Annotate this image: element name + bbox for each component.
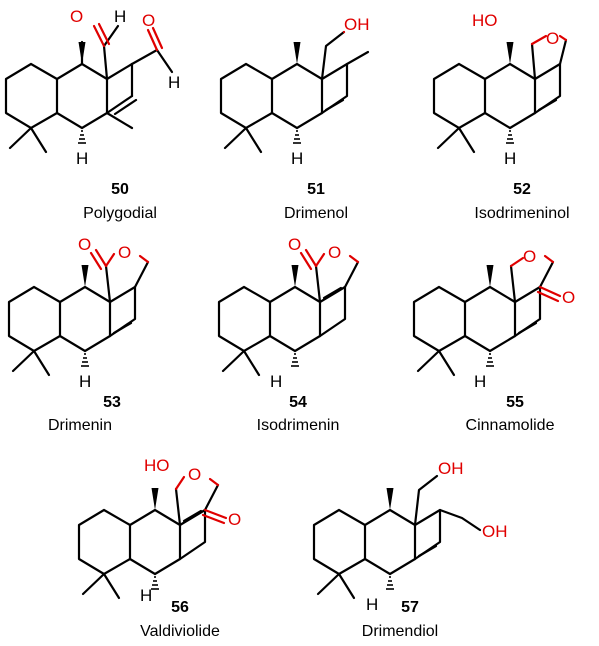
- compound-number: 54: [289, 394, 307, 411]
- compound-number: 51: [307, 181, 325, 198]
- atom-h-ring-junction: H: [140, 586, 152, 605]
- compound-number: 56: [171, 599, 189, 616]
- atom-o-aldehyde-1: O: [70, 7, 83, 26]
- atom-o-aldehyde-2: O: [142, 11, 155, 30]
- atom-o-ring: O: [328, 243, 341, 262]
- structure-drimendiol: OH OH H: [312, 459, 508, 614]
- compound-name: Isodrimenin: [257, 417, 340, 434]
- compound-number: 52: [513, 181, 531, 198]
- atom-h-ring-junction: H: [504, 149, 516, 168]
- atom-oh-hydroxyl-1: OH: [438, 459, 464, 478]
- compound-name: Drimenol: [284, 205, 348, 222]
- compound-number: 57: [401, 599, 419, 616]
- atom-o-carbonyl: O: [562, 288, 575, 307]
- compound-number: 55: [506, 394, 524, 411]
- atom-o-carbonyl: O: [78, 235, 91, 254]
- structure-polygodial: O H O H H: [4, 7, 180, 168]
- atom-h-ring-junction: H: [474, 372, 486, 391]
- atom-o-carbonyl: O: [288, 235, 301, 254]
- atom-o-ring: O: [188, 465, 201, 484]
- compound-name: Cinnamolide: [466, 417, 555, 434]
- compound-name: Isodrimeninol: [474, 205, 569, 222]
- structure-isodrimenin: O O H: [217, 235, 360, 391]
- atom-oh-hydroxyl-2: OH: [482, 522, 508, 541]
- structure-cinnamolide: O O H: [412, 247, 575, 391]
- atom-h-ring-junction: H: [291, 149, 303, 168]
- atom-o-carbonyl: O: [228, 510, 241, 529]
- atom-h-aldehyde-2: H: [168, 73, 180, 92]
- atom-h-aldehyde-1: H: [114, 7, 126, 26]
- compound-name: Valdiviolide: [140, 623, 220, 640]
- compound-number: 50: [111, 181, 129, 198]
- atom-o-ring: O: [523, 247, 536, 266]
- compound-name: Polygodial: [83, 205, 157, 222]
- atom-oh-hydroxyl: OH: [344, 15, 370, 34]
- structure-isodrimeninol: HO O H: [432, 11, 568, 168]
- compound-name: Drimendiol: [362, 623, 438, 640]
- compound-number: 53: [103, 394, 121, 411]
- atom-ho-lactol: HO: [144, 456, 170, 475]
- structure-drimenol: OH H: [219, 15, 370, 168]
- atom-o-ring: O: [546, 29, 559, 48]
- atom-o-ring: O: [118, 243, 131, 262]
- atom-h-ring-junction: H: [366, 595, 378, 614]
- compound-name: Drimenin: [48, 417, 112, 434]
- structure-drimenin: O O H: [7, 235, 150, 391]
- structure-valdiviolide: HO O O H: [77, 456, 241, 605]
- atom-h-ring-junction: H: [270, 372, 282, 391]
- atom-ho-lactol: HO: [472, 11, 498, 30]
- atom-h-ring-junction: H: [76, 149, 88, 168]
- atom-h-ring-junction: H: [79, 372, 91, 391]
